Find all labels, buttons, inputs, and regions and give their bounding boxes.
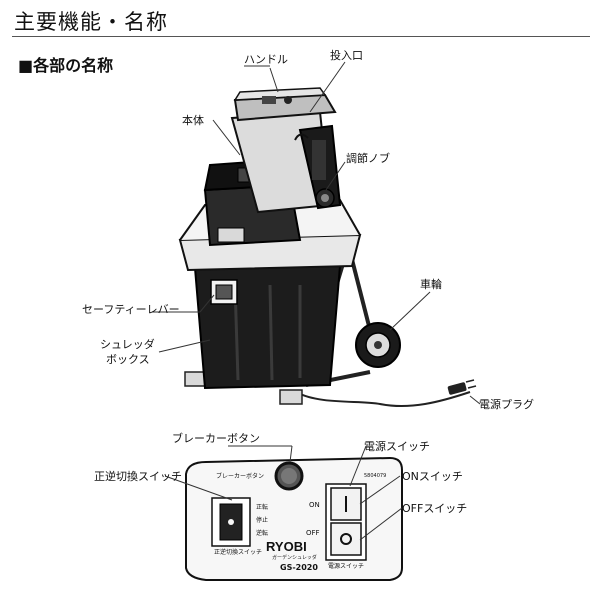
label-breaker-button: ブレーカーボタン [172, 432, 260, 445]
label-power-plug: 電源プラグ [479, 398, 534, 411]
panel-model: GS-2020 [280, 563, 318, 572]
title-divider [12, 36, 590, 37]
panel-off: OFF [306, 529, 320, 537]
panel-fwd: 正転 [256, 504, 269, 511]
power-cord [295, 391, 471, 408]
label-wheel: 車輪 [420, 278, 442, 291]
foot-right [279, 389, 303, 405]
section-title: ■各部の名称 [18, 56, 114, 75]
label-adjust-knob: 調節ノブ [346, 152, 390, 165]
panel-brand: RYOBI [266, 539, 307, 554]
label-body: 本体 [182, 114, 204, 127]
panel-stop: 停止 [256, 517, 269, 524]
label-on-switch: ONスイッチ [402, 470, 463, 483]
panel-power-caption: 電源スイッチ [328, 563, 365, 570]
panel-product-name: ガーデンシュレッダ [272, 555, 317, 561]
wheel-part [355, 322, 401, 368]
power-plug [447, 382, 467, 395]
page-title: 主要機能・名称 [14, 10, 168, 34]
label-power-switch: 電源スイッチ [364, 440, 430, 453]
label-inlet: 投入口 [330, 49, 363, 62]
label-safety-lever: セーフティーレバー [82, 303, 180, 316]
panel-fwd-rev-caption: 正逆切換スイッチ [214, 549, 263, 556]
label-shredder-box-1: シュレッダ [100, 338, 155, 351]
label-handle: ハンドル [244, 53, 288, 66]
panel-breaker-caption: ブレーカーボタン [216, 473, 265, 480]
panel-model-code: 5804079 [364, 473, 387, 479]
off-switch [330, 522, 362, 556]
panel-rev: 逆転 [256, 530, 269, 537]
panel-on: ON [309, 501, 320, 509]
label-fwd-rev-switch: 正逆切換スイッチ [94, 470, 182, 483]
label-off-switch: OFFスイッチ [402, 502, 468, 515]
label-shredder-box-2: ボックス [106, 353, 150, 366]
